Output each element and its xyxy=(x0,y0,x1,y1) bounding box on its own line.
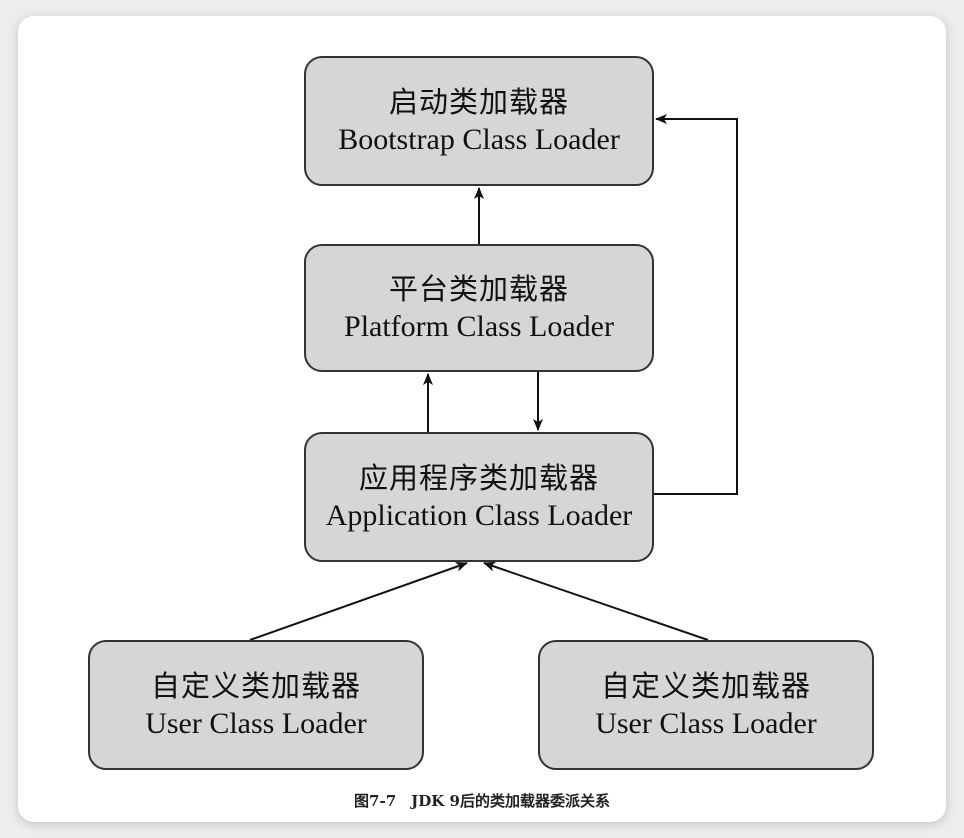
figure-caption: 图7-7 JDK 9后的类加载器委派关系 xyxy=(354,792,610,810)
arrow-user-left-to-application xyxy=(249,561,468,641)
application-zh-label: 应用程序类加载器 xyxy=(358,461,599,495)
user-right-en-label: User Class Loader xyxy=(595,707,817,740)
arrow-user-right-to-application xyxy=(483,561,709,641)
user-class-loader-node-right: 自定义类加载器 User Class Loader xyxy=(538,640,874,770)
platform-class-loader-node: 平台类加载器 Platform Class Loader xyxy=(304,244,654,372)
user-left-zh-label: 自定义类加载器 xyxy=(150,669,361,703)
application-class-loader-node: 应用程序类加载器 Application Class Loader xyxy=(304,432,654,562)
platform-zh-label: 平台类加载器 xyxy=(388,272,569,306)
user-left-en-label: User Class Loader xyxy=(145,707,367,740)
arrow-application-to-bootstrap xyxy=(654,114,738,495)
bootstrap-zh-label: 启动类加载器 xyxy=(388,85,569,119)
user-right-zh-label: 自定义类加载器 xyxy=(600,669,811,703)
bootstrap-en-label: Bootstrap Class Loader xyxy=(338,123,620,156)
bootstrap-class-loader-node: 启动类加载器 Bootstrap Class Loader xyxy=(304,56,654,186)
application-en-label: Application Class Loader xyxy=(325,499,633,532)
user-class-loader-node-left: 自定义类加载器 User Class Loader xyxy=(88,640,424,770)
platform-en-label: Platform Class Loader xyxy=(344,310,614,343)
